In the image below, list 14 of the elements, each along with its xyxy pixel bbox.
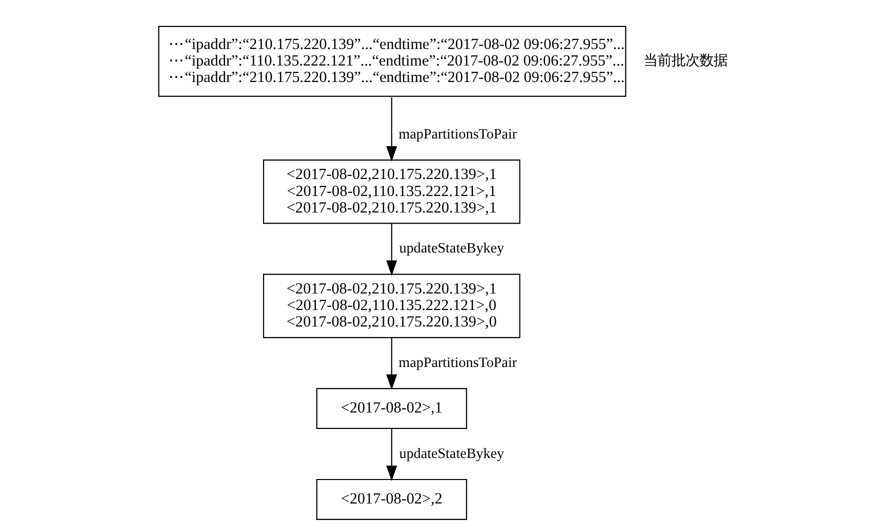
- arrow: [386, 338, 398, 390]
- node-box: ⋯“ipaddr”:“210.175.220.139”...“endtime”:“2017-08-02 09:06:27.955”... ⋯“ipaddr”:“110.135.222.121”...“endtime”:“2017-08-02 09:06:27.955”... ⋯“ipaddr”:“210.175.220.139”...“endtime”:“2017-08-02 09:06:27.955”...: [158, 26, 626, 97]
- node-box: <2017-08-02>,2: [316, 478, 468, 520]
- edge-label: mapPartitionsToPair: [398, 126, 517, 142]
- node-box: <2017-08-02,210.175.220.139>,1 <2017-08-02,110.135.222.121>,1 <2017-08-02,210.175.220.139>,1: [263, 160, 520, 224]
- edge-label: updateStateBykey: [399, 446, 504, 462]
- edge-label: updateStateBykey: [399, 240, 504, 257]
- node-box: <2017-08-02>,1: [316, 388, 468, 430]
- node-box: <2017-08-02,210.175.220.139>,1 <2017-08-02,110.135.222.121>,0 <2017-08-02,210.175.220.139>,0: [263, 274, 520, 338]
- arrow: [386, 223, 398, 276]
- arrow: [386, 97, 398, 162]
- edge-label: mapPartitionsToPair: [398, 354, 517, 371]
- node-label: 当前批次数据: [643, 53, 728, 70]
- arrow: [386, 428, 398, 482]
